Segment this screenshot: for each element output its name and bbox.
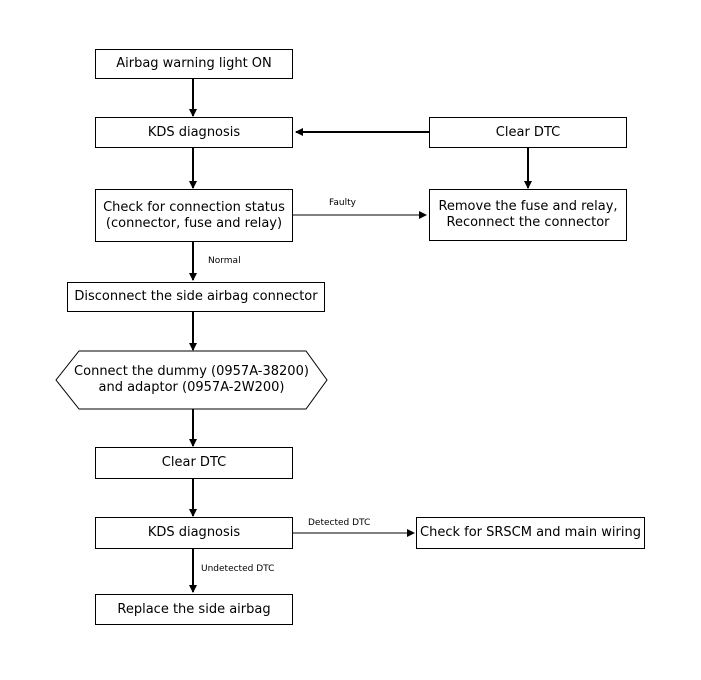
node-check-connection-line1: Check for connection status — [103, 199, 285, 215]
edge-label-undetected-dtc: Undetected DTC — [201, 564, 275, 574]
node-clear-dtc-1-label: Clear DTC — [495, 124, 561, 140]
node-disconnect-side-airbag-label: Disconnect the side airbag connector — [74, 289, 318, 304]
node-kds-diagnosis-1: KDS diagnosis — [95, 117, 293, 148]
node-connect-dummy-line2: and adaptor (0957A-2W200) — [98, 380, 285, 395]
node-connect-dummy-line1: Connect the dummy (0957A-38200) — [74, 364, 309, 379]
node-replace-side-airbag: Replace the side airbag — [95, 594, 293, 625]
node-disconnect-side-airbag: Disconnect the side airbag connector — [67, 282, 325, 312]
node-connect-dummy: Connect the dummy (0957A-38200) and adap… — [56, 351, 327, 409]
edge-label-normal: Normal — [208, 256, 241, 266]
node-remove-fuse-line2: Reconnect the connector — [446, 215, 610, 230]
node-kds-diagnosis-1-label: KDS diagnosis — [147, 124, 241, 140]
edge-label-detected-dtc: Detected DTC — [308, 518, 371, 528]
node-check-connection-line2: (connector, fuse and relay) — [105, 215, 283, 231]
node-remove-fuse: Remove the fuse and relay, Reconnect the… — [429, 189, 627, 241]
node-clear-dtc-2-label: Clear DTC — [161, 455, 227, 470]
edge-label-faulty: Faulty — [329, 198, 356, 208]
node-airbag-warning-light: Airbag warning light ON — [95, 49, 293, 79]
node-clear-dtc-1: Clear DTC — [429, 117, 627, 148]
node-clear-dtc-2: Clear DTC — [95, 447, 293, 479]
node-kds-diagnosis-2-label: KDS diagnosis — [147, 525, 241, 540]
connect-dummy-hexagon — [55, 350, 328, 410]
node-check-srscm: Check for SRSCM and main wiring — [416, 517, 645, 549]
node-check-connection: Check for connection status (connector, … — [95, 189, 293, 242]
node-remove-fuse-line1: Remove the fuse and relay, — [438, 199, 618, 214]
node-kds-diagnosis-2: KDS diagnosis — [95, 517, 293, 549]
node-replace-side-airbag-label: Replace the side airbag — [117, 601, 271, 617]
node-airbag-warning-light-label: Airbag warning light ON — [116, 56, 272, 71]
node-check-srscm-label: Check for SRSCM and main wiring — [420, 525, 641, 540]
